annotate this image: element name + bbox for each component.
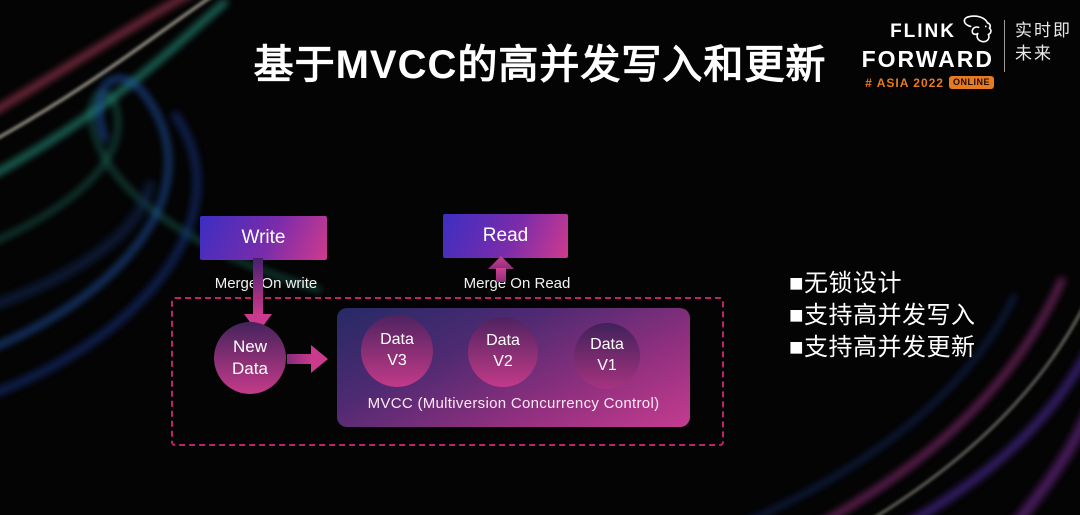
slogan-line2: 未来	[1015, 43, 1053, 63]
mvcc-caption: MVCC (Multiversion Concurrency Control)	[367, 395, 660, 412]
feature-item-lock-free: ■无锁设计	[789, 270, 902, 297]
new-data-right-arrow-icon	[287, 345, 328, 373]
flink-forward-wordmark: FLINK FORWARD # ASIA 2022 ONLINE	[862, 14, 994, 89]
mvcc-dashed-container	[171, 297, 724, 446]
data-v1-node: Data V1	[574, 323, 640, 389]
page-title: 基于MVCC的高并发写入和更新	[253, 43, 827, 87]
flink-forward-logo: FLINK FORWARD # ASIA 2022 ONLINE	[862, 14, 1072, 89]
logo-slogan: 实时即 未来	[1015, 20, 1072, 66]
new-data-node: New Data	[214, 322, 286, 394]
logo-divider	[1004, 20, 1005, 72]
read-up-arrow-icon	[488, 256, 514, 282]
data-v2-node: Data V2	[468, 317, 538, 387]
write-node: Write	[200, 216, 327, 260]
flink-text: FLINK	[890, 21, 956, 42]
forward-text: FORWARD	[861, 46, 994, 72]
event-text: # ASIA 2022	[865, 75, 944, 90]
online-badge: ONLINE	[948, 76, 994, 89]
mvcc-panel: Data V3 Data V2 Data V1 MVCC (Multiversi…	[337, 308, 690, 427]
read-node: Read	[443, 214, 568, 258]
squirrel-icon	[963, 15, 992, 43]
merge-on-read-label: Merge On Read	[463, 275, 571, 292]
feature-item-concurrent-write: ■支持高并发写入	[789, 302, 976, 329]
feature-item-concurrent-update: ■支持高并发更新	[789, 334, 976, 361]
feature-list: ■无锁设计 ■支持高并发写入 ■支持高并发更新	[789, 268, 976, 364]
merge-on-write-label: Merge On write	[214, 275, 318, 292]
data-v3-node: Data V3	[361, 315, 433, 387]
slogan-line1: 实时即	[1015, 21, 1072, 40]
